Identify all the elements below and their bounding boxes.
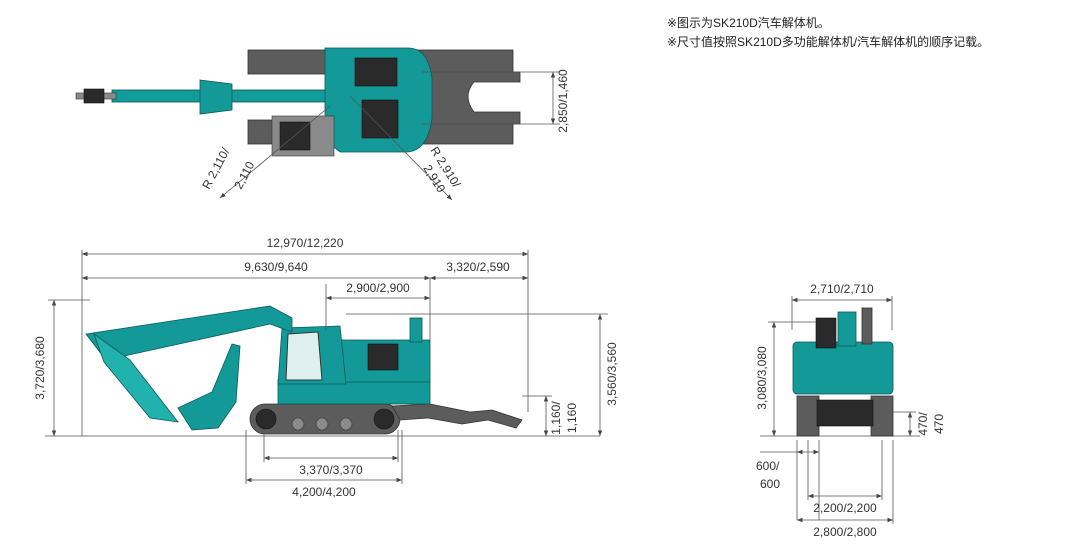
rear-shoe-width-label-2: 600: [760, 477, 780, 491]
side-attachment: [177, 343, 241, 431]
rear-track-left: [796, 395, 820, 437]
rear-upper-width-label: 2,710/2,710: [810, 282, 874, 296]
side-engine-grille: [367, 343, 399, 371]
side-view: 12,970/12,220 9,630/9,640 3,320/2,590 2,…: [33, 236, 619, 499]
rear-gauge-label: 2,200/2,200: [813, 501, 877, 515]
top-arm-joint: [199, 79, 233, 115]
top-view: 2,850/1,460 R 2,110/ 2,110 R 2,910/ 2,91…: [75, 47, 570, 201]
notes: ※图示为SK210D汽车解体机。 ※尺寸值按照SK210D多功能解体机/汽车解体…: [667, 14, 989, 52]
top-counterweight: [361, 99, 399, 139]
side-cab-window: [285, 331, 323, 381]
side-cab-to-rear-label: 2,900/2,900: [346, 281, 410, 295]
side-rollers: [255, 408, 395, 431]
note-1: ※图示为SK210D汽车解体机。: [667, 16, 830, 30]
side-exhaust: [409, 317, 423, 343]
top-attachment: [83, 88, 105, 104]
rear-attachment-post: [837, 311, 857, 347]
rear-body: [792, 341, 894, 395]
rear-view: 2,710/2,710 3,080/3,080 470/ 470 600/ 60…: [755, 282, 946, 539]
side-cab-height-label: 3,560/3,560: [605, 342, 619, 406]
side-attach-height-label-2: 1,160: [565, 403, 579, 433]
side-attach-height-label-1: 1,160/: [549, 401, 563, 435]
rear-height-label: 3,080/3,080: [755, 346, 769, 410]
side-overall-length-label: 12,970/12,220: [267, 236, 344, 250]
top-rear-radius-line: [349, 95, 453, 201]
side-track-length-label: 4,200/4,200: [292, 485, 356, 499]
note-2: ※尺寸值按照SK210D多功能解体机/汽车解体机的顺序记载。: [667, 35, 990, 49]
rear-exhaust: [861, 307, 873, 345]
side-arm: [93, 332, 179, 423]
side-rear-length-label: 3,320/2,590: [446, 260, 510, 274]
side-front-length-label: 9,630/9,640: [244, 260, 308, 274]
side-rear-attachment: [391, 403, 523, 429]
top-front-radius-label-2: 2,110: [231, 159, 257, 192]
top-width-label: 2,850/1,460: [556, 69, 570, 133]
top-engine: [354, 57, 398, 87]
rear-cab: [815, 317, 837, 349]
rear-clearance-label-2: 470: [932, 414, 946, 434]
rear-undercarriage: [816, 399, 874, 427]
side-overall-height-label: 3,720/3,680: [33, 336, 47, 400]
top-rear-attachment: [429, 71, 521, 125]
rear-shoe-width-label-1: 600/: [756, 459, 780, 473]
top-front-radius-label-1: R 2,110/: [199, 145, 233, 191]
rear-overall-width-label: 2,800/2,800: [813, 525, 877, 539]
rear-clearance-label-1: 470/: [916, 412, 930, 436]
rear-track-right: [870, 395, 894, 437]
side-tumbler-label: 3,370/3,370: [299, 463, 363, 477]
top-front-radius-line: [219, 105, 331, 199]
